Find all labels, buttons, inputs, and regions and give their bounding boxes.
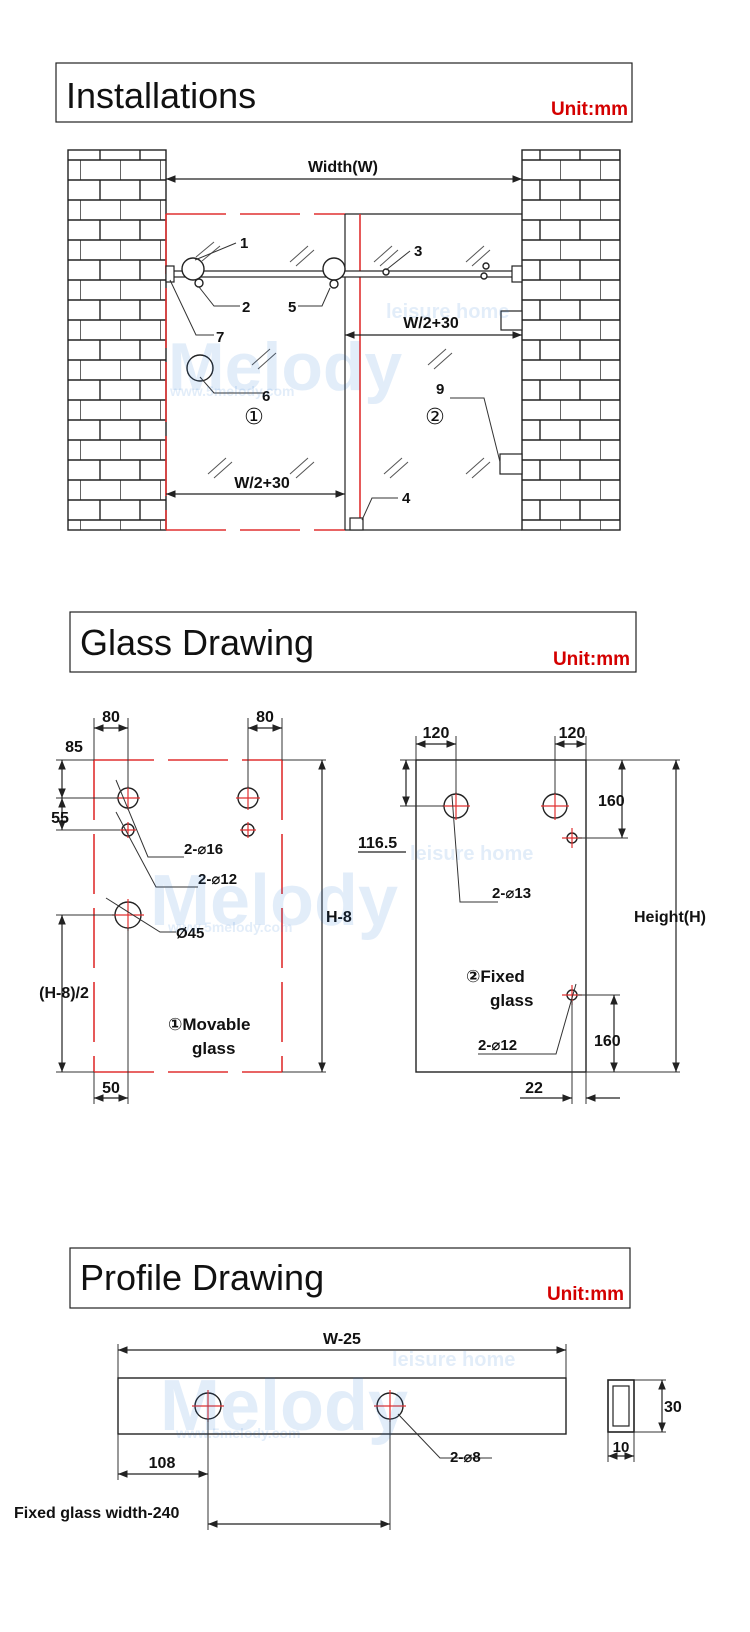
bolt-right bbox=[329, 279, 339, 289]
fixed-glass-label-line1: ②Fixed bbox=[466, 967, 525, 986]
movable-hole-12-label: 2-⌀12 bbox=[198, 871, 237, 888]
roller-left bbox=[181, 257, 205, 281]
fixed-right-bottom-160: 160 bbox=[594, 1033, 621, 1050]
glass-section: Glass Drawing Unit:mm 80 80 85 55 2-⌀16 … bbox=[39, 611, 706, 1104]
fixed-116-label: 116.5 bbox=[358, 835, 397, 852]
fixed-hole-12-leader bbox=[478, 983, 577, 1055]
movable-50-label: 50 bbox=[102, 1080, 120, 1097]
movable-top-extents bbox=[93, 718, 283, 788]
profile-hole-crosses bbox=[192, 1390, 406, 1422]
callout-leaders bbox=[169, 242, 501, 521]
callout-9: 9 bbox=[436, 381, 444, 398]
profile-hole-8-label: 2-⌀8 bbox=[450, 1449, 481, 1466]
profile-title: Profile Drawing bbox=[80, 1257, 324, 1298]
wall-bracket-upper bbox=[500, 310, 523, 331]
watermark-profile: Melody www.5melody.com leisure home bbox=[160, 1349, 515, 1446]
movable-hole-45-label: Ø45 bbox=[176, 925, 204, 942]
profile-length-label: W-25 bbox=[323, 1331, 361, 1348]
movable-half-height-label: (H-8)/2 bbox=[39, 985, 89, 1002]
watermark-glass: Melody www.5melody.com leisure home bbox=[150, 843, 533, 941]
rail-end-right bbox=[511, 265, 523, 283]
movable-hole-crosses bbox=[112, 786, 260, 931]
profile-unit: Unit:mm bbox=[547, 1284, 624, 1305]
installations-unit: Unit:mm bbox=[551, 99, 628, 120]
profile-title-box bbox=[69, 1247, 631, 1309]
panel-2-label: ② bbox=[425, 404, 445, 429]
movable-55-label: 55 bbox=[51, 810, 69, 827]
watermark-installations: Melody www.5melody.com leisure home bbox=[168, 301, 509, 405]
profile-fixed-width-label: Fixed glass width-240 bbox=[14, 1505, 179, 1522]
floor-guide bbox=[349, 517, 364, 531]
profile-section: Profile Drawing Unit:mm W-25 108 2-⌀8 Fi… bbox=[14, 1247, 682, 1530]
stopper-small-2 bbox=[480, 272, 488, 280]
profile-108-label: 108 bbox=[149, 1455, 176, 1472]
installations-title-box bbox=[55, 62, 633, 123]
movable-top-right-label: 80 bbox=[256, 709, 274, 726]
wall-bracket-lower bbox=[499, 453, 523, 475]
right-brick-wall bbox=[521, 149, 621, 531]
movable-glass-label-line1: ①Movable bbox=[168, 1015, 250, 1034]
fixed-bottom-extents bbox=[571, 1001, 587, 1104]
half-width-top-label: W/2+30 bbox=[403, 315, 459, 332]
bolt-left bbox=[194, 278, 204, 288]
svg-text:leisure home: leisure home bbox=[386, 301, 509, 323]
installations-section: Installations Unit:mm Width(W) bbox=[55, 62, 633, 531]
fixed-panel-outline bbox=[415, 759, 587, 1073]
fixed-top-extents bbox=[415, 736, 587, 794]
fixed-hole-13-leader bbox=[451, 795, 498, 903]
profile-section-inner bbox=[612, 1385, 630, 1427]
movable-panel-outline bbox=[93, 759, 283, 1073]
profile-section-height-label: 30 bbox=[664, 1399, 682, 1416]
fixed-hole-12-label: 2-⌀12 bbox=[478, 1037, 517, 1054]
stopper-small-3 bbox=[482, 262, 490, 270]
svg-text:www.5melody.com: www.5melody.com bbox=[175, 1425, 300, 1441]
fixed-hole-crosses bbox=[442, 792, 582, 1005]
half-width-bottom-label: W/2+30 bbox=[234, 475, 290, 492]
svg-text:Melody: Melody bbox=[168, 329, 402, 405]
callout-6: 6 bbox=[262, 388, 270, 405]
callout-1: 1 bbox=[240, 235, 248, 252]
movable-hole-16-label: 2-⌀16 bbox=[184, 841, 223, 858]
fixed-hole-13-label: 2-⌀13 bbox=[492, 885, 531, 902]
glass-title: Glass Drawing bbox=[80, 622, 314, 663]
callout-2: 2 bbox=[242, 299, 250, 316]
svg-text:Melody: Melody bbox=[160, 1366, 408, 1446]
movable-top-left-label: 80 bbox=[102, 709, 120, 726]
fixed-top-left-label: 120 bbox=[423, 725, 450, 742]
width-label: Width(W) bbox=[308, 159, 378, 176]
fixed-top-right-label: 120 bbox=[559, 725, 586, 742]
glass-title-box bbox=[69, 611, 637, 673]
callout-5: 5 bbox=[288, 299, 296, 316]
fixed-height-label: Height(H) bbox=[634, 909, 706, 926]
profile-section-width-label: 10 bbox=[613, 1439, 630, 1456]
svg-text:www.5melody.com: www.5melody.com bbox=[169, 383, 294, 399]
profile-section-height-extents bbox=[634, 1379, 666, 1433]
svg-text:leisure home: leisure home bbox=[392, 1349, 515, 1371]
movable-bottom-extents bbox=[93, 928, 129, 1104]
fixed-22-label: 22 bbox=[525, 1080, 543, 1097]
svg-text:Melody: Melody bbox=[150, 861, 398, 941]
left-brick-wall bbox=[67, 149, 167, 531]
movable-hole-leaders bbox=[105, 779, 198, 933]
callout-3: 3 bbox=[414, 243, 422, 260]
callout-7: 7 bbox=[216, 329, 224, 346]
rail-end-left bbox=[165, 265, 175, 283]
movable-85-label: 85 bbox=[65, 739, 83, 756]
profile-hole-leader bbox=[397, 1413, 492, 1459]
svg-text:www.5melody.com: www.5melody.com bbox=[167, 919, 292, 935]
fixed-glass-outline bbox=[345, 213, 522, 531]
installations-title: Installations bbox=[66, 75, 256, 116]
stopper-small bbox=[382, 268, 390, 276]
glass-unit: Unit:mm bbox=[553, 649, 630, 670]
movable-glass-label-line2: glass bbox=[192, 1039, 235, 1058]
handle-circle bbox=[186, 354, 214, 382]
movable-height-label: H-8 bbox=[326, 909, 352, 926]
panel-1-label: ① bbox=[244, 404, 264, 429]
callout-4: 4 bbox=[402, 490, 411, 507]
svg-text:leisure home: leisure home bbox=[410, 843, 533, 865]
fixed-right-top-160: 160 bbox=[598, 793, 625, 810]
fixed-glass-label-line2: glass bbox=[490, 991, 533, 1010]
roller-right bbox=[322, 257, 346, 281]
